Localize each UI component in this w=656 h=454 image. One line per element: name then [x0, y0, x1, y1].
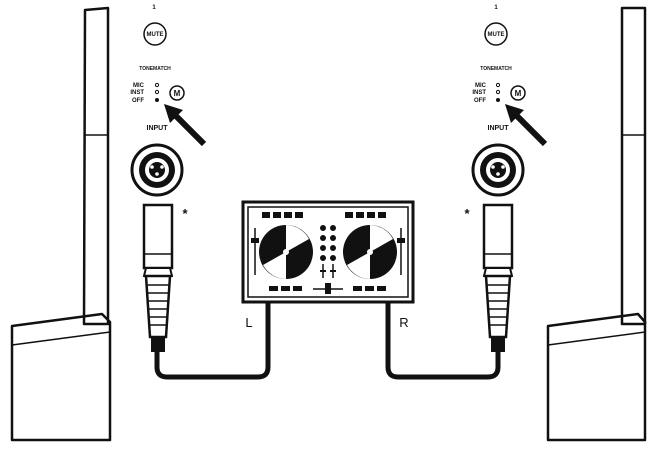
tonematch-button[interactable]: M: [169, 85, 185, 101]
xlr-jack-icon[interactable]: [130, 143, 184, 197]
tonematch-button[interactable]: M: [510, 85, 526, 101]
xlr-plug-icon: *: [464, 203, 514, 352]
mode-mic-label: MIC: [475, 83, 487, 89]
mode-off-label: OFF: [474, 98, 486, 104]
mode-inst-label: INST: [472, 90, 486, 96]
arrow-icon: [164, 104, 207, 147]
xlr-plug-icon: *: [142, 203, 188, 352]
channel-number: 1: [152, 5, 156, 11]
left-speaker-icon: [10, 6, 112, 442]
mute-button[interactable]: MUTE: [484, 22, 508, 46]
right-channel-panel: 1 MUTE TONEMATCH MIC INST OFF M INPUT: [471, 5, 548, 197]
tonematch-label: TONEMATCH: [480, 66, 512, 72]
tonematch-icon: M: [515, 89, 522, 98]
input-label: INPUT: [488, 125, 510, 132]
right-output-label: R: [399, 315, 408, 330]
mic-indicator: [495, 82, 501, 88]
asterisk-note: *: [464, 206, 470, 221]
mute-label: MUTE: [488, 32, 505, 38]
left-channel-panel: 1 MUTE TONEMATCH MIC INST OFF M INPUT: [130, 5, 207, 197]
off-indicator: [155, 98, 159, 102]
arrow-icon: [505, 104, 548, 147]
mode-off-label: OFF: [132, 98, 144, 104]
mute-label: MUTE: [147, 32, 164, 38]
mode-mic-label: MIC: [133, 83, 145, 89]
dj-controller-icon: L R: [241, 200, 415, 330]
tonematch-label: TONEMATCH: [139, 66, 171, 72]
xlr-jack-icon[interactable]: [471, 143, 525, 197]
inst-indicator: [154, 89, 160, 95]
tonematch-icon: M: [174, 89, 181, 98]
mode-inst-label: INST: [130, 90, 144, 96]
right-cable: [385, 302, 501, 380]
input-label: INPUT: [147, 125, 169, 132]
left-output-label: L: [245, 315, 252, 330]
right-speaker-icon: [546, 6, 647, 442]
channel-number: 1: [494, 5, 498, 11]
mic-indicator: [154, 82, 160, 88]
inst-indicator: [495, 89, 501, 95]
mute-button[interactable]: MUTE: [143, 22, 167, 46]
off-indicator: [496, 98, 500, 102]
left-cable: [154, 302, 271, 380]
asterisk-note: *: [182, 206, 188, 221]
